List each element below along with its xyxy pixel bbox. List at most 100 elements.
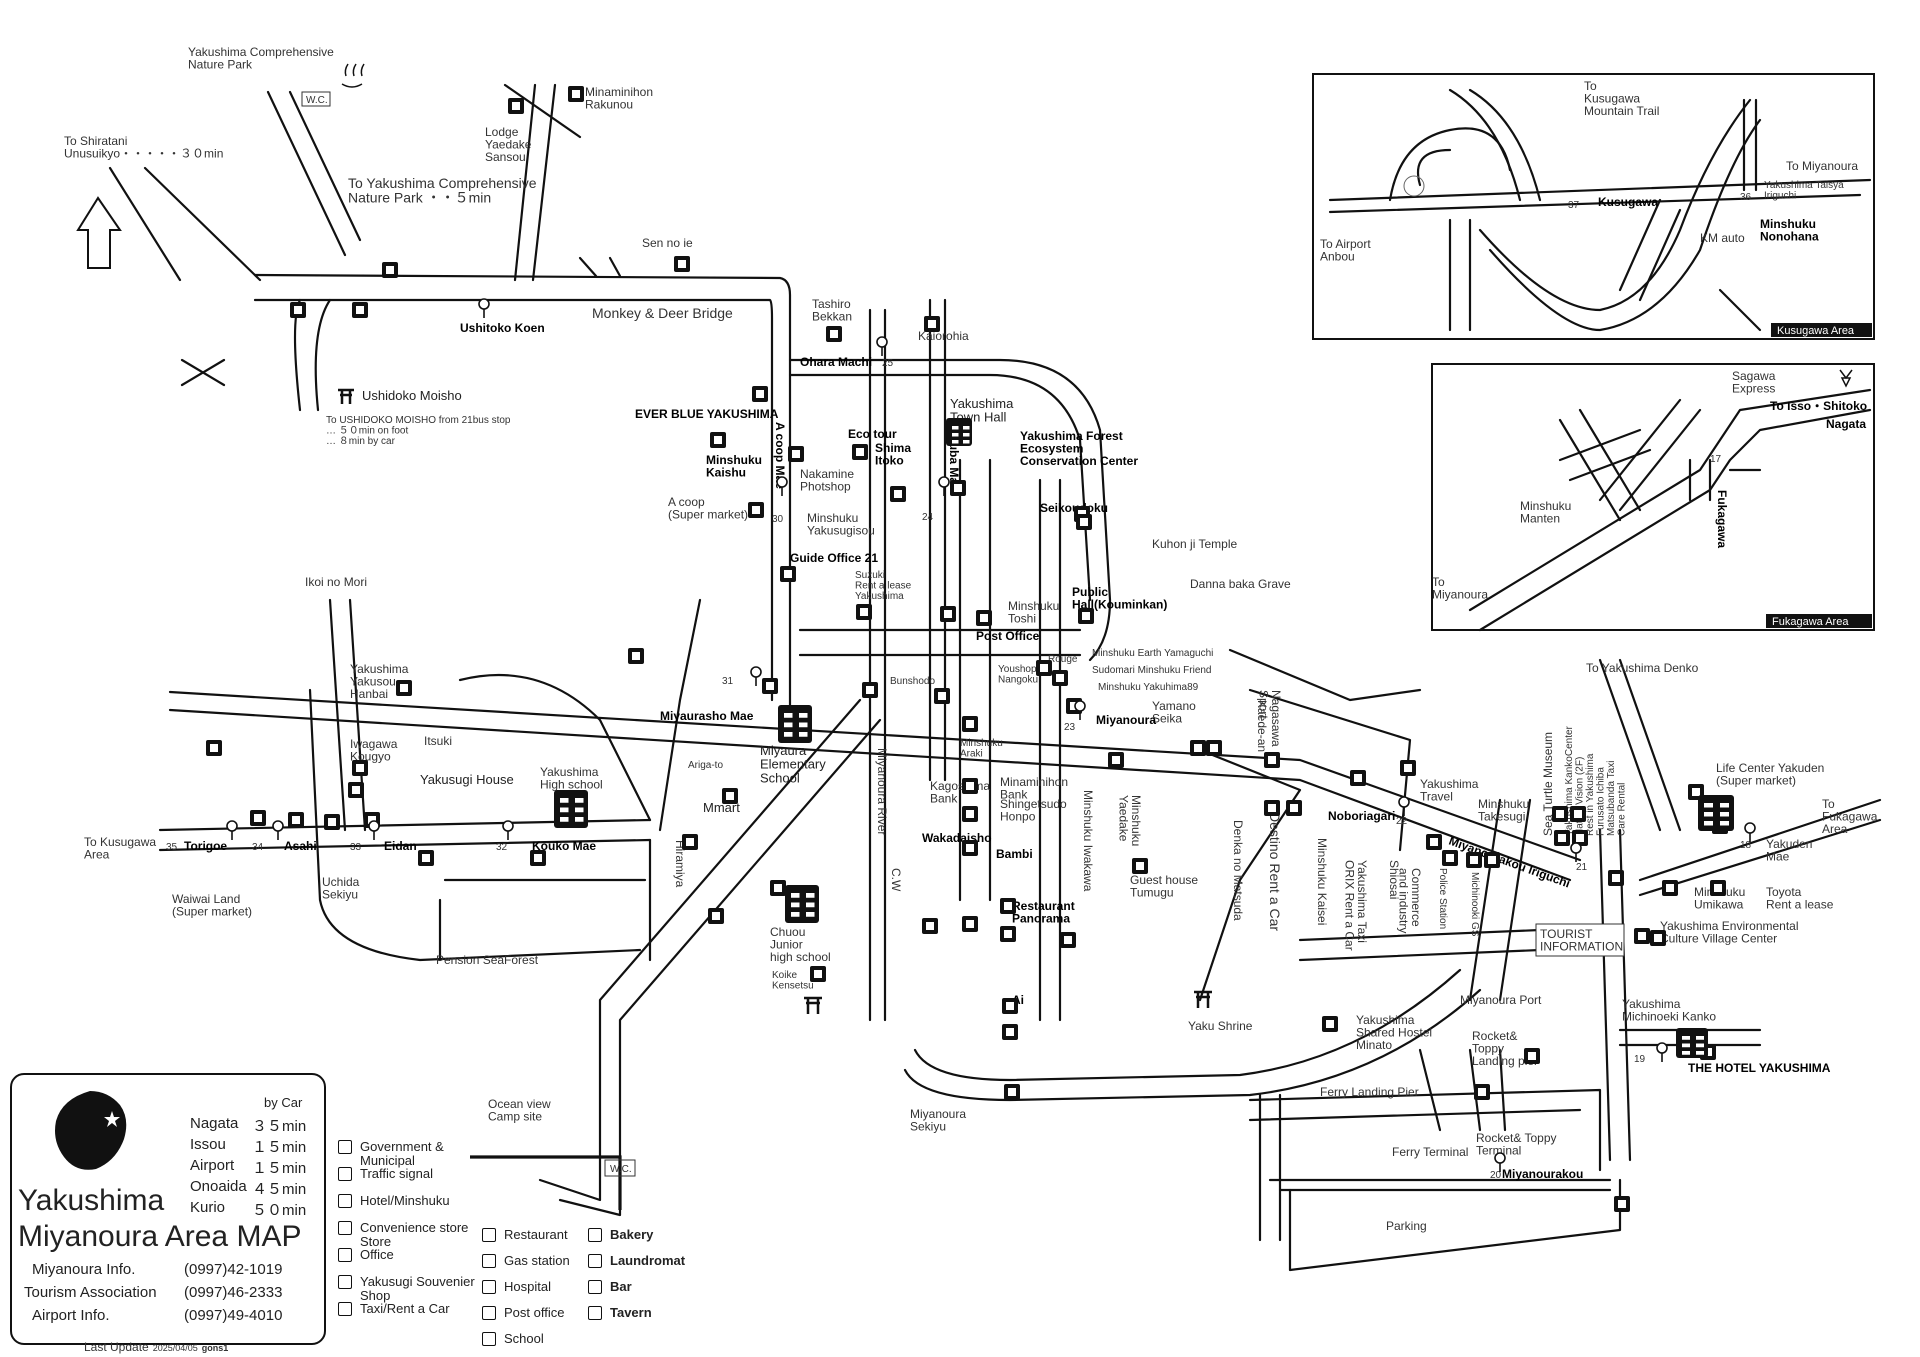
facility-icon-inner (1064, 936, 1072, 944)
legend-label: Traffic signal (360, 1166, 433, 1181)
facility-icon-inner (352, 786, 360, 794)
label-yaku-shrine: Yaku Shrine (1188, 1019, 1253, 1033)
travel-time: １５min (252, 1160, 307, 1177)
facility-icon-inner (368, 816, 376, 824)
label-stop-32: 32 (496, 842, 508, 853)
facility-icon-inner (1618, 1200, 1626, 1208)
inset-kusugawa-to-miyanoura: To Miyanoura (1786, 159, 1858, 173)
facility-icon-inner (400, 684, 408, 692)
facility-icon-inner (1080, 518, 1088, 526)
building-window (1704, 821, 1713, 826)
label-kaiorohia: Kaiorohia (918, 329, 969, 343)
building-window (791, 902, 800, 908)
label-ikoi-no-mori: Ikoi no Mori (305, 575, 367, 589)
building-window (1696, 1043, 1704, 1048)
label-a-coop: A coop(Super market) (668, 495, 748, 522)
label-guide-office: Guide Office 21 (790, 551, 878, 565)
building-window (963, 440, 970, 444)
label-sea-turtle: Sea Turtle Museum (1541, 732, 1555, 836)
label-bunshodo: Bunshodo (890, 676, 935, 687)
label-stop-22: 22 (1396, 816, 1408, 827)
facility-icon-inner (1478, 1088, 1486, 1096)
travel-place: Kurio (190, 1199, 226, 1216)
contact-phone: (0997)42-1019 (184, 1261, 283, 1278)
facility-icon-inner (1574, 810, 1582, 818)
legend-icon (482, 1254, 496, 1268)
facility-icon-inner (1558, 834, 1566, 842)
bus-stops (226, 170, 1758, 1172)
facility-icon-inner (1430, 838, 1438, 846)
building-window (963, 433, 970, 437)
building-window (1720, 812, 1729, 817)
facility-icon-inner (752, 506, 760, 514)
label-minshuku-kaisei: Minshuku Kaisei (1315, 838, 1329, 925)
building-window (791, 893, 800, 898)
building-window (1720, 821, 1729, 826)
label-cw: C.W (889, 868, 903, 892)
facility-icon-inner (938, 692, 946, 700)
inset-fukagawa-name: Fukagawa Area (1772, 616, 1849, 628)
label-miyaurasho-mae: Miyaurasho Mae (660, 709, 754, 723)
building-window (963, 426, 970, 430)
facility-icon-inner (386, 266, 394, 274)
building-window (1682, 1043, 1690, 1048)
island-silhouette (55, 1091, 127, 1170)
bus-stop-icon (502, 820, 514, 832)
inset-kusugawa-km-auto: KM auto (1700, 231, 1745, 245)
label-nagasawa-sport: NagasawaSport (1256, 690, 1283, 747)
label-stop-23: 23 (1064, 722, 1076, 733)
building-window (799, 722, 808, 728)
inset-kusugawa-name: Kusugawa Area (1777, 325, 1855, 337)
facility-icon-inner (1290, 804, 1298, 812)
building-window (784, 713, 793, 718)
facility-icon-inner (966, 782, 974, 790)
facility-icon-inner (1528, 1052, 1536, 1060)
facility-icon-inner (1666, 884, 1674, 892)
building-window (1704, 803, 1713, 808)
legend-label: Restaurant (504, 1227, 568, 1242)
facility-icon-inner (980, 614, 988, 622)
facility-icon-inner (966, 920, 974, 928)
by-car-label: by Car (264, 1095, 303, 1110)
label-shiosai: Shiosai (1387, 860, 1401, 899)
label-parking: Parking (1386, 1219, 1427, 1233)
facility-icon-inner (1194, 744, 1202, 752)
label-police: Police Station (1437, 868, 1448, 929)
facility-icon-inner (210, 744, 218, 752)
facility-icon-inner (1612, 874, 1620, 882)
building-window (806, 893, 815, 898)
travel-place: Issou (190, 1136, 226, 1153)
facility-icon-inner (572, 90, 580, 98)
legend-icon (338, 1167, 352, 1181)
facility-icon-inner (1638, 932, 1646, 940)
label-michinooki: Michinooki GS (1469, 872, 1480, 937)
label-kaede-an: Kaede-an (1255, 700, 1269, 752)
facility-icon-inner (1268, 756, 1276, 764)
facility-icon-inner (1040, 664, 1048, 672)
legend-icon (338, 1275, 352, 1289)
facility-icon-inner (926, 922, 934, 930)
label-stop-34: 34 (252, 842, 264, 853)
label-minshuku-umikawa: MinshukuUmikawa (1694, 885, 1745, 912)
label-noboriagari: Noboriagari (1328, 809, 1395, 823)
facility-icon-inner (954, 484, 962, 492)
label-minshuku-iwakawa: Minshuku Iwakawa (1081, 790, 1095, 892)
label-minshuku-89: Minshuku Yakuhima89 (1098, 682, 1199, 693)
legend-icon (338, 1302, 352, 1316)
